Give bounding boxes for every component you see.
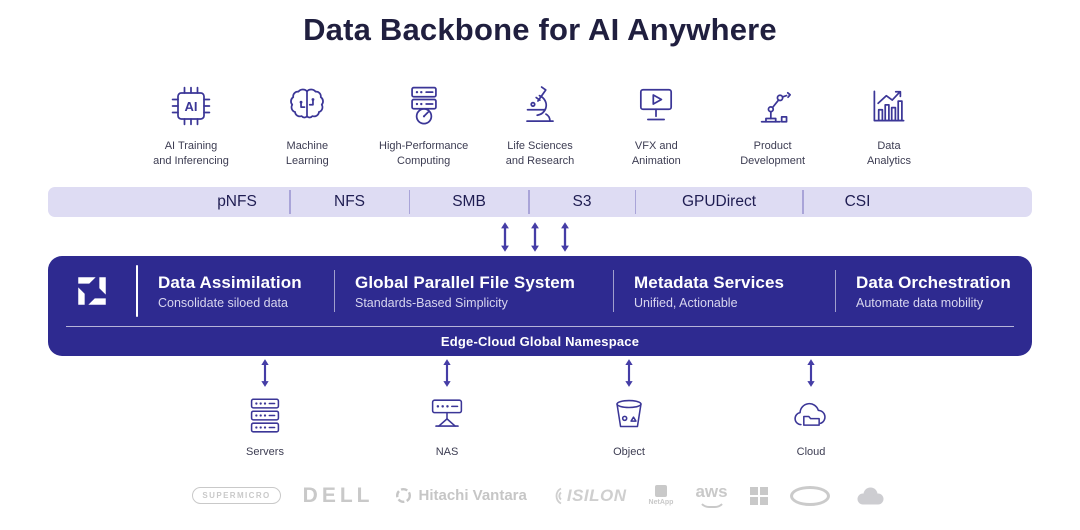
dell-logo: DELL: [302, 483, 374, 507]
namespace-bar: Edge-Cloud Global Namespace: [66, 326, 1014, 356]
cloud-storage-icon: [794, 402, 826, 426]
netapp-mark-icon: [654, 485, 667, 497]
storage-servers: Servers: [220, 358, 310, 458]
platform-logo-icon: [78, 277, 106, 305]
feature-global-parallel-fs: Global Parallel File System Standards-Ba…: [335, 273, 613, 310]
isilon-mark-icon: [555, 487, 562, 504]
feature-data-assimilation: Data Assimilation Consolidate siloed dat…: [138, 273, 334, 310]
hitachi-vantara-logo: Hitachi Vantara: [395, 487, 527, 504]
platform-logo-wrap: [48, 269, 136, 313]
oval-badge-logo-icon: [789, 485, 830, 506]
aws-logo: aws: [695, 483, 728, 508]
robot-arm-icon: [760, 91, 791, 123]
use-case-label: Data Analytics: [866, 140, 911, 167]
protocol-label-s3: S3: [572, 193, 592, 210]
logo-divider: [136, 265, 138, 317]
protocol-divider: [289, 190, 291, 214]
microscope-icon: [526, 86, 554, 123]
page-title: Data Backbone for AI Anywhere: [303, 12, 777, 47]
protocol-divider: [408, 190, 410, 214]
storage-object: Object: [584, 358, 674, 458]
protocol-bar-spacer: [48, 187, 185, 217]
feature-title: Data Orchestration: [856, 272, 1011, 292]
use-case-label: VFX and Animation: [631, 140, 681, 167]
servers-icon: [250, 398, 280, 433]
protocol-divider: [528, 190, 530, 214]
use-case-label: Life Sciences and Research: [505, 140, 575, 167]
hpc-server-gauge-icon: [410, 86, 437, 125]
feature-subtitle: Unified, Actionable: [634, 295, 738, 310]
use-case-row: AI AI Training and Inferencing Machine L…: [133, 80, 947, 169]
object-bucket-icon: [616, 399, 642, 428]
feature-title: Metadata Services: [634, 272, 785, 292]
use-case-label: AI Training and Inferencing: [153, 140, 229, 167]
isilon-logo: ISILON: [549, 486, 627, 506]
use-case-label: Product Development: [740, 140, 806, 167]
protocol-divider: [802, 190, 804, 214]
aws-smile-icon: [697, 497, 726, 508]
ai-chip-icon: AI: [171, 86, 211, 126]
use-case-label: High-Performance Computing: [379, 140, 469, 167]
feature-divider: [613, 270, 614, 312]
protocol-bar-spacer: [912, 187, 1033, 217]
feature-title: Data Assimilation: [158, 272, 302, 292]
use-case-label: Machine Learning: [285, 140, 329, 167]
protocol-label-nfs: NFS: [334, 193, 365, 210]
protocol-label-pnfs: pNFS: [217, 193, 257, 210]
protocol-label-csi: CSI: [844, 193, 871, 210]
feature-subtitle: Standards-Based Simplicity: [355, 295, 508, 310]
use-case-life-sciences: Life Sciences and Research: [482, 80, 598, 169]
monitor-play-icon: [640, 88, 673, 121]
hitachi-mark-icon: [396, 487, 412, 504]
feature-data-orchestration: Data Orchestration Automate data mobilit…: [836, 273, 1032, 310]
use-case-data-analytics: Data Analytics: [831, 80, 947, 169]
feature-subtitle: Automate data mobility: [856, 295, 984, 310]
protocol-label-smb: SMB: [452, 193, 486, 210]
double-arrow-icon: [561, 222, 569, 252]
storage-label: Cloud: [796, 446, 826, 458]
storage-label: Object: [613, 446, 645, 458]
use-case-product-dev: Product Development: [715, 80, 831, 169]
feature-subtitle: Consolidate siloed data: [158, 295, 288, 310]
double-arrow-icon: [501, 222, 509, 252]
microsoft-logo-icon: [749, 486, 768, 505]
brain-icon: [290, 88, 325, 119]
platform-band: Data Assimilation Consolidate siloed dat…: [48, 256, 1032, 356]
use-case-hpc: High-Performance Computing: [366, 80, 482, 169]
double-arrow-icon: [625, 359, 633, 387]
storage-label: Servers: [246, 446, 284, 458]
double-arrow-icon: [807, 359, 815, 387]
double-arrow-icon: [261, 359, 269, 387]
storage-label: NAS: [435, 446, 459, 458]
feature-divider: [334, 270, 335, 312]
storage-cloud: Cloud: [766, 358, 856, 458]
feature-title: Global Parallel File System: [355, 272, 576, 292]
use-case-ai-training: AI AI Training and Inferencing: [133, 80, 249, 169]
double-arrow-icon: [531, 222, 539, 252]
use-case-vfx: VFX and Animation: [598, 80, 714, 169]
protocol-platform-arrows: [0, 221, 1075, 253]
protocol-bar: pNFS NFS SMB S3 GPUDirect CSI: [48, 187, 1032, 217]
feature-metadata-services: Metadata Services Unified, Actionable: [614, 273, 835, 310]
protocol-divider: [634, 190, 636, 214]
nas-icon: [431, 399, 463, 427]
vendor-logo-row: SUPERMICRO DELL Hitachi Vantara ISILON N…: [0, 483, 1080, 508]
double-arrow-icon: [443, 359, 451, 387]
netapp-logo: NetApp: [649, 485, 673, 506]
storage-nas: NAS: [402, 358, 492, 458]
feature-divider: [835, 270, 836, 312]
supermicro-logo: SUPERMICRO: [192, 487, 281, 504]
namespace-label: Edge-Cloud Global Namespace: [440, 334, 640, 349]
platform-band-features: Data Assimilation Consolidate siloed dat…: [48, 256, 1032, 326]
svg-text:AI: AI: [185, 99, 198, 114]
protocol-label-gpudirect: GPUDirect: [681, 193, 757, 210]
cloud-logo-icon: [857, 487, 884, 504]
use-case-machine-learning: Machine Learning: [249, 80, 365, 169]
bar-chart-icon: [873, 90, 905, 122]
storage-row: Servers NAS: [220, 358, 856, 458]
